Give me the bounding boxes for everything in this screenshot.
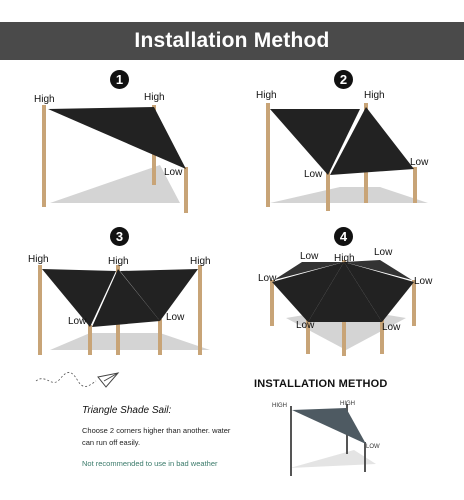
header-banner: Installation Method bbox=[0, 22, 464, 60]
sail bbox=[344, 262, 414, 322]
label-high: High bbox=[364, 90, 385, 101]
pole bbox=[88, 325, 92, 355]
sail bbox=[42, 269, 116, 327]
label-high: High bbox=[190, 256, 211, 267]
label-low: Low bbox=[166, 312, 185, 323]
label-low: Low bbox=[382, 322, 401, 333]
label-high: High bbox=[28, 254, 49, 265]
sail-shadow bbox=[290, 450, 376, 468]
pole bbox=[158, 319, 162, 355]
diagram-step-3 bbox=[38, 265, 210, 355]
install-label-low: LOW bbox=[366, 444, 380, 450]
install-label-high: HIGH bbox=[272, 403, 287, 409]
note-warning: Not recommended to use in bad weather bbox=[82, 459, 218, 468]
pole bbox=[413, 167, 417, 203]
sail bbox=[344, 260, 412, 280]
sail bbox=[272, 262, 344, 322]
installation-title: INSTALLATION METHOD bbox=[254, 378, 388, 390]
sail bbox=[330, 107, 414, 175]
sail-shadow bbox=[50, 165, 180, 203]
label-low: Low bbox=[414, 276, 433, 287]
label-low: Low bbox=[258, 273, 277, 284]
pole bbox=[326, 171, 330, 211]
label-low: Low bbox=[410, 157, 429, 168]
label-low: Low bbox=[164, 167, 183, 178]
paper-plane-icon bbox=[35, 372, 120, 388]
label-low: Low bbox=[296, 320, 315, 331]
label-low: Low bbox=[300, 251, 319, 262]
diagram-step-1 bbox=[42, 105, 188, 213]
sail-shadow bbox=[270, 187, 428, 203]
pole bbox=[184, 167, 188, 213]
sail bbox=[270, 109, 360, 175]
sail bbox=[48, 107, 186, 169]
pole bbox=[380, 316, 384, 354]
pole bbox=[306, 316, 310, 354]
step-number-1: 1 bbox=[110, 70, 129, 89]
note-title: Triangle Shade Sail: bbox=[82, 405, 172, 416]
installation-diagram bbox=[290, 404, 376, 476]
pole bbox=[266, 103, 270, 207]
pole bbox=[38, 265, 42, 355]
install-label-high: HIGH bbox=[340, 401, 355, 407]
pole bbox=[270, 280, 274, 326]
diagram-step-4 bbox=[270, 260, 416, 356]
label-high: High bbox=[144, 92, 165, 103]
pole bbox=[364, 442, 366, 472]
label-high: High bbox=[108, 256, 129, 267]
pole bbox=[42, 105, 46, 207]
step-number-4: 4 bbox=[334, 227, 353, 246]
pole bbox=[412, 280, 416, 326]
step-number-3: 3 bbox=[110, 227, 129, 246]
label-high: High bbox=[334, 253, 355, 264]
label-high: High bbox=[34, 94, 55, 105]
diagram-step-2 bbox=[266, 103, 428, 211]
banner-title: Installation Method bbox=[134, 29, 330, 52]
label-low: Low bbox=[68, 316, 87, 327]
sail bbox=[292, 408, 366, 444]
sail bbox=[120, 269, 198, 321]
pole bbox=[198, 265, 202, 355]
label-low: Low bbox=[304, 169, 323, 180]
label-low: Low bbox=[374, 247, 393, 258]
sail bbox=[92, 269, 160, 327]
sail bbox=[274, 262, 344, 280]
note-body: Choose 2 corners higher than another. wa… bbox=[82, 426, 231, 447]
pole bbox=[290, 406, 292, 476]
sail-shadow bbox=[50, 333, 210, 350]
label-high: High bbox=[256, 90, 277, 101]
sail bbox=[308, 262, 382, 322]
step-number-2: 2 bbox=[334, 70, 353, 89]
